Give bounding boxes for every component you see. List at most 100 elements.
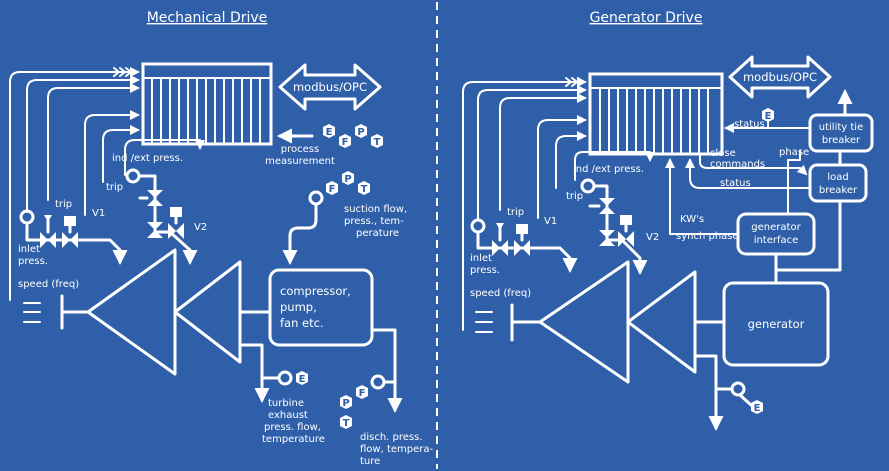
gen-turbine-stage-1 bbox=[538, 260, 630, 384]
gen-synch-label: synch phase bbox=[676, 231, 739, 242]
mech-trip-valve-icon bbox=[40, 232, 56, 248]
mech-turbine-stage-2 bbox=[173, 260, 242, 364]
gen-ext-assembly: ind /ext press. trip V2 bbox=[566, 164, 659, 275]
mech-suction-label-2: press., tem- bbox=[344, 216, 404, 227]
mech-trip2-valve-icon bbox=[147, 190, 163, 206]
gen-v1-label: V1 bbox=[544, 216, 557, 227]
gen-v1-valve-icon bbox=[514, 240, 530, 256]
discharge-f-icon: F bbox=[359, 388, 366, 399]
gen-interface-box bbox=[736, 212, 816, 256]
gen-status-mid-label: status bbox=[720, 178, 751, 189]
mech-inlet-label-1: inlet bbox=[18, 244, 40, 255]
mech-exhaust-sensor-icon bbox=[277, 370, 293, 386]
gen-turbine-stage-2 bbox=[626, 270, 697, 374]
mech-v1-label: V1 bbox=[92, 208, 105, 219]
gen-inlet-assembly: trip V1 inlet press. bbox=[470, 207, 578, 276]
mech-exhaust-assembly: E turbine exhaust press. flow, temperatu… bbox=[238, 343, 325, 445]
gen-close-label-2: commands bbox=[710, 159, 765, 170]
mech-turbine-stage-1 bbox=[86, 248, 177, 376]
mech-process-badges: E F P T bbox=[323, 124, 383, 148]
mech-discharge-assembly: P F T disch. press. flow, tempera- ture bbox=[340, 328, 434, 467]
mech-controller-grid bbox=[151, 77, 261, 145]
gen-trip-label: trip bbox=[507, 207, 524, 218]
gen-signal-lines bbox=[462, 77, 655, 333]
mech-exhaust-label-2: exhaust bbox=[268, 410, 308, 421]
badge-f-icon: F bbox=[342, 137, 349, 148]
mech-modbus-arrow: modbus/OPC bbox=[278, 63, 382, 111]
badge-e-icon: E bbox=[326, 127, 333, 138]
mech-exhaust-label-1: turbine bbox=[268, 398, 304, 409]
gen-kws-label: KW's bbox=[680, 214, 704, 225]
mech-discharge-sensor-icon bbox=[370, 374, 386, 390]
mech-load-label-1: compressor, bbox=[280, 284, 351, 298]
gen-inlet-label-1: inlet bbox=[470, 253, 492, 264]
mech-suction-assembly: F P T suction flow, press., tem- peratur… bbox=[282, 171, 407, 265]
gen-controller-box bbox=[588, 72, 724, 156]
mech-load-box bbox=[268, 268, 374, 347]
mech-controller bbox=[141, 62, 273, 146]
mech-inlet-label-2: press. bbox=[18, 256, 48, 267]
mech-exhaust-label-3: press. flow, bbox=[264, 422, 321, 433]
mech-ext-assembly: ind /ext press. trip V2 bbox=[106, 153, 207, 265]
gen-ind-ext-label: ind /ext press. bbox=[573, 164, 644, 175]
mechanical-drive-panel: Mechanical Drive bbox=[9, 10, 434, 467]
suction-t-icon: T bbox=[361, 184, 368, 195]
gen-trip2-valve-icon bbox=[599, 198, 615, 214]
gen-status-mid-line bbox=[685, 158, 811, 189]
mechanical-title: Mechanical Drive bbox=[147, 10, 268, 26]
gen-modbus-label: modbus/OPC bbox=[743, 70, 817, 84]
gen-trip-valve-icon bbox=[492, 240, 508, 256]
mech-load-label-3: fan etc. bbox=[280, 316, 324, 330]
gen-phase-label: phase bbox=[779, 147, 809, 158]
load-breaker-box bbox=[808, 163, 868, 203]
exhaust-e-icon: E bbox=[299, 374, 306, 385]
generator-label: generator bbox=[748, 317, 805, 331]
mech-modbus-label: modbus/OPC bbox=[293, 80, 367, 94]
load-breaker-label-2: breaker bbox=[819, 185, 858, 196]
suction-f-icon: F bbox=[329, 184, 336, 195]
mech-discharge-label-1: disch. press. bbox=[360, 432, 423, 443]
mech-trip-label: trip bbox=[55, 199, 72, 210]
gen-controller-grid bbox=[599, 87, 709, 155]
mech-suction-label-1: suction flow, bbox=[344, 204, 407, 215]
discharge-t-icon: T bbox=[343, 418, 350, 429]
mech-discharge-label-3: ture bbox=[360, 456, 380, 467]
mech-speed-label: speed (freq) bbox=[18, 279, 79, 290]
gen-speed-label: speed (freq) bbox=[470, 288, 531, 299]
mech-trip2-label: trip bbox=[106, 182, 123, 193]
gen-inlet-label-2: press. bbox=[470, 265, 500, 276]
mech-v2-valve-icon bbox=[168, 223, 184, 239]
gen-v2-label: V2 bbox=[646, 232, 659, 243]
gen-interface-label-1: generator bbox=[751, 222, 801, 233]
gen-kw-line bbox=[665, 158, 739, 235]
gen-status-e-icon: E bbox=[765, 111, 772, 122]
mech-exhaust-label-4: temperature bbox=[262, 434, 325, 445]
badge-p-icon: P bbox=[357, 127, 364, 138]
gen-ext-sensor-icon bbox=[580, 178, 596, 194]
mech-suction-label-3: perature bbox=[356, 228, 399, 239]
gen-interface-label-2: interface bbox=[754, 235, 799, 246]
utility-breaker-label-2: breaker bbox=[822, 135, 861, 146]
mech-discharge-label-2: flow, tempera- bbox=[360, 444, 434, 455]
badge-t-icon: T bbox=[374, 137, 381, 148]
mech-ind-ext-label: ind /ext press. bbox=[112, 153, 183, 164]
mech-signal-lines bbox=[9, 67, 205, 323]
mech-v2-label: V2 bbox=[194, 222, 207, 233]
gen-controller bbox=[588, 72, 724, 156]
gen-v2-valve-icon bbox=[618, 231, 634, 247]
generator-drive-panel: Generator Drive bbox=[462, 10, 874, 431]
gen-close-label-1: close bbox=[710, 148, 736, 159]
discharge-p-icon: P bbox=[342, 398, 349, 409]
gen-exhaust-assembly: E bbox=[693, 354, 763, 431]
gen-inlet-sensor-icon bbox=[470, 218, 486, 234]
gen-trip2-label: trip bbox=[566, 191, 583, 202]
utility-breaker-label-1: utility tie bbox=[819, 122, 863, 133]
gen-close-commands-line bbox=[699, 155, 808, 176]
gen-exhaust-e-icon: E bbox=[754, 403, 761, 414]
gen-status-top-label: status bbox=[734, 119, 765, 130]
gen-exhaust-sensor-icon bbox=[730, 381, 746, 397]
load-breaker-label-1: load bbox=[827, 172, 848, 183]
gen-modbus-arrow: modbus/OPC bbox=[728, 55, 832, 99]
generator-title: Generator Drive bbox=[590, 10, 703, 26]
